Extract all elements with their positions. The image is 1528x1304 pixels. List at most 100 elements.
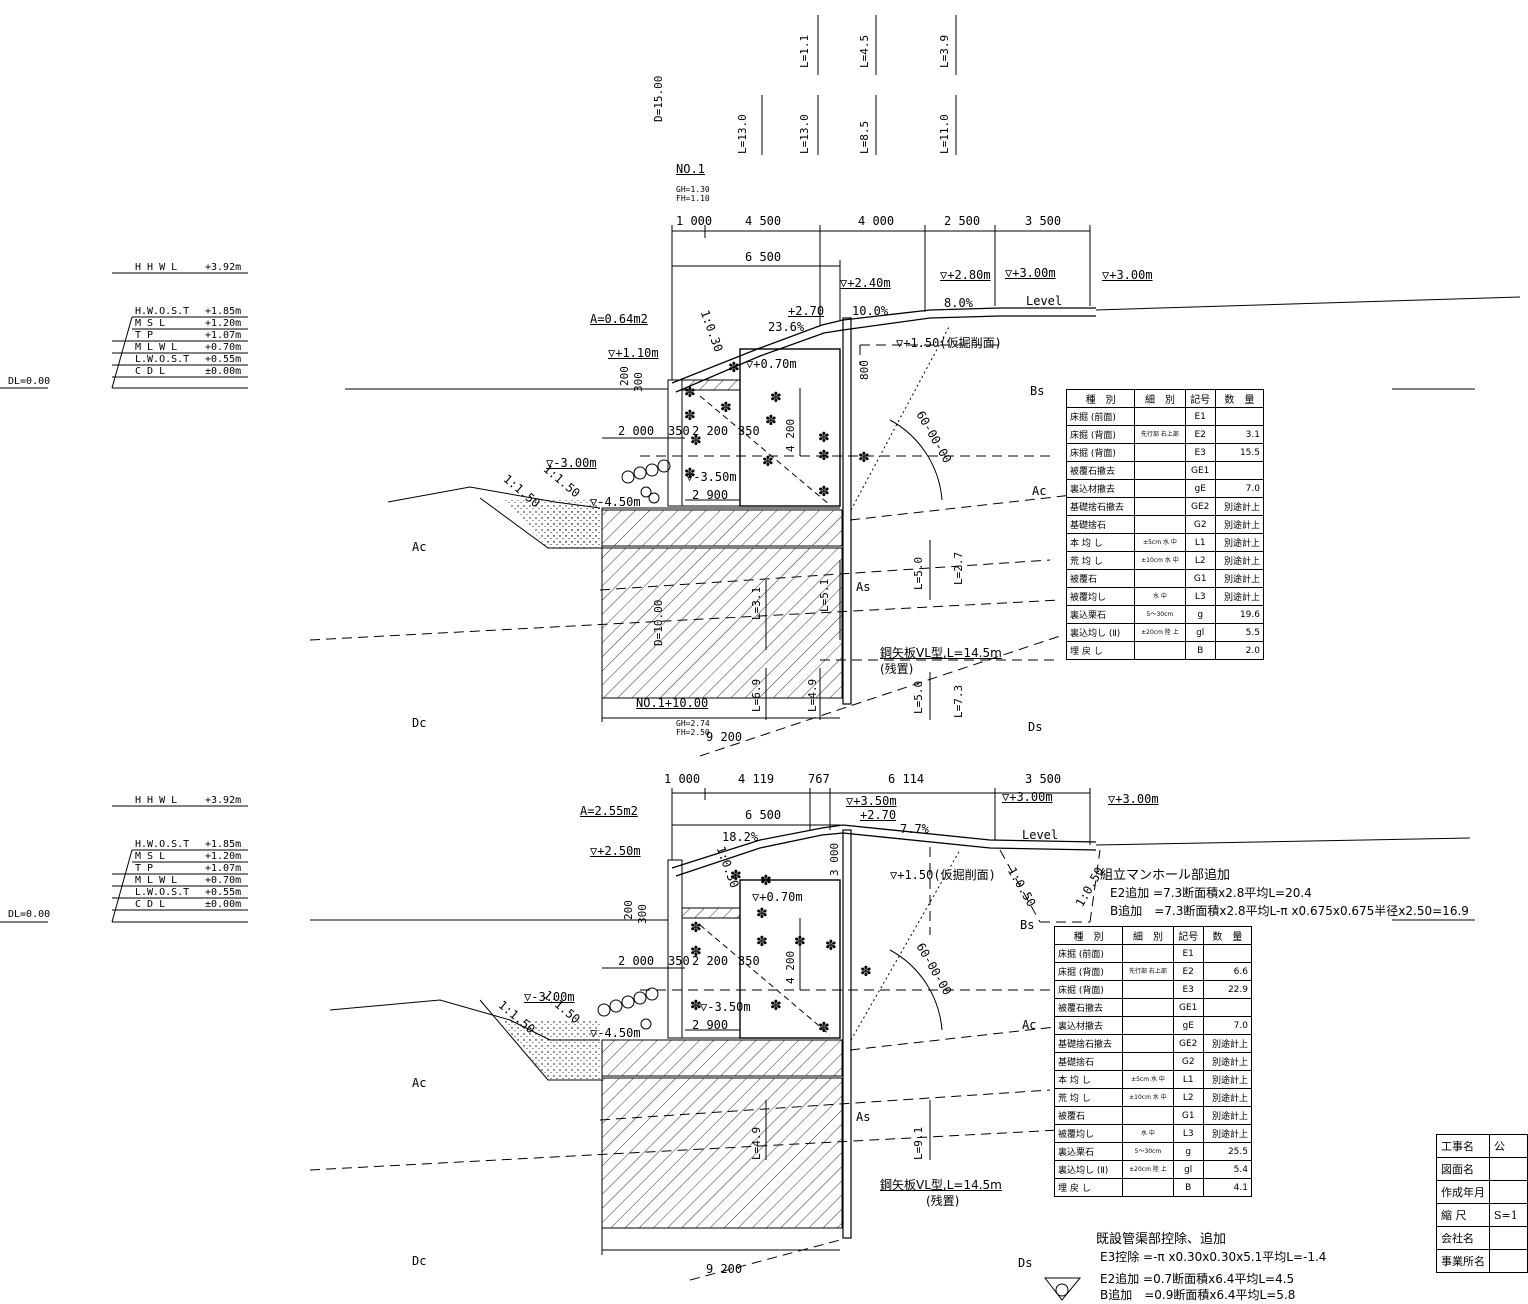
table-cell: ±10cm 水 中 [1134, 551, 1186, 570]
svg-text:✽: ✽ [818, 430, 830, 446]
elev2-m350: ▽-3.50m [700, 1000, 751, 1014]
table-cell: 荒 均 し [1065, 551, 1136, 570]
table-cell: E1 [1172, 944, 1204, 963]
length-arrows-mid-1 [765, 540, 931, 720]
length-arrows-top-1 [761, 15, 957, 155]
table-header-cell: 記号 [1184, 389, 1216, 408]
manhole-b: B追加 =7.3断面積x2.8平均L-π x0.675x0.675半径x2.50… [1110, 904, 1469, 918]
svg-text:✽: ✽ [690, 944, 702, 960]
soil-ac-2b: Ac [1022, 1018, 1037, 1032]
dim-800: 800 [858, 360, 871, 380]
table-cell: 5～30cm [1122, 1142, 1174, 1161]
svg-text:✽: ✽ [730, 868, 742, 884]
table-cell [1134, 407, 1186, 426]
table-cell: 別途計上 [1214, 515, 1265, 534]
table-cell: 裏込栗石 [1053, 1142, 1124, 1161]
table-header-cell: 種 別 [1053, 926, 1124, 945]
elev2-350: ▽+3.50m [846, 794, 897, 808]
dim2-top-4: 6 114 [888, 772, 925, 786]
table-cell [1214, 407, 1265, 426]
dim2-350b: 350 [738, 954, 760, 968]
table-cell: 先行部 右上部 [1134, 425, 1186, 444]
sheet-pile2-label: 鋼矢板ⅤL型,L=14.5m [880, 1178, 1002, 1192]
table-cell: 別途計上 [1202, 1106, 1253, 1125]
level2-text: Level [1022, 828, 1059, 842]
title-row: 事業所名 [1436, 1249, 1528, 1273]
level-mlwl: M L W L+0.70m [135, 875, 242, 886]
table-cell [1134, 515, 1186, 534]
table-cell [1134, 443, 1186, 462]
table-cell: ±20cm 陸 上 [1122, 1160, 1174, 1179]
val2-270: +2.70 [860, 808, 897, 822]
table-cell: 床掘 (背面) [1065, 443, 1136, 462]
level-tp: T P+1.07m [135, 863, 242, 874]
table-cell: gE [1184, 479, 1216, 498]
table-cell: ±10cm 水 中 [1122, 1088, 1174, 1107]
elev-300b: ▽+3.00m [1102, 268, 1153, 282]
title-label: 会社名 [1436, 1226, 1490, 1250]
table-cell: B [1184, 641, 1216, 660]
len-top-2: L=13.0 [798, 114, 811, 154]
soil-ac-1: Ac [412, 540, 427, 554]
table-cell [1122, 1052, 1174, 1071]
table-cell: gl [1172, 1160, 1204, 1179]
table-cell: 別途計上 [1214, 497, 1265, 516]
table-cell: 6.6 [1202, 962, 1253, 981]
table-cell: E2 [1184, 425, 1216, 444]
table-cell: 別途計上 [1214, 551, 1265, 570]
table-cell [1134, 461, 1186, 480]
len2-1: L=4.9 [750, 1126, 763, 1160]
svg-text:✽: ✽ [818, 1020, 830, 1036]
fh-2: FH=2.50 [676, 728, 710, 737]
depth-2: D=10.00 [652, 599, 665, 646]
elev2-m300: ▽-3.00m [524, 990, 575, 1004]
title-value [1489, 1180, 1528, 1204]
table-cell: 裏込材撤去 [1053, 1016, 1124, 1035]
table-cell: 裏込材撤去 [1065, 479, 1136, 498]
len-mid-1: L=5.0 [912, 556, 925, 590]
svg-text:✽: ✽ [770, 390, 782, 406]
table-cell [1122, 980, 1174, 999]
table-cell: G1 [1184, 569, 1216, 588]
title-value: 公 [1489, 1134, 1528, 1158]
table-cell [1134, 497, 1186, 516]
dim2-350a: 350 [668, 954, 690, 968]
table-cell: 荒 均 し [1053, 1088, 1124, 1107]
len-mid-8: L=7.3 [952, 684, 965, 718]
len-top-7: L=3.9 [938, 34, 951, 68]
svg-text:✽: ✽ [756, 906, 768, 922]
manhole-symbol [1043, 1277, 1082, 1301]
dim2-300: 300 [636, 904, 649, 924]
table-cell: 本 均 し [1065, 533, 1136, 552]
table-cell: 先行部 右上部 [1122, 962, 1174, 981]
table-cell: 被覆石 [1053, 1106, 1124, 1125]
table-header-cell: 種 別 [1065, 389, 1136, 408]
elev2-300b: ▽+3.00m [1108, 792, 1159, 806]
svg-text:✽: ✽ [860, 964, 872, 980]
title-label: 作成年月 [1436, 1180, 1490, 1204]
slope2-77: 7.7% [900, 822, 929, 836]
table-cell: 床掘 (背面) [1053, 980, 1124, 999]
table-cell: 被覆石撤去 [1065, 461, 1136, 480]
manhole-title: 組立マンホール部追加 [1100, 868, 1231, 883]
remain2-label: (残置) [926, 1194, 960, 1208]
table-cell: 7.0 [1214, 479, 1265, 498]
len-mid-3: L=5.1 [818, 578, 831, 612]
elev-280: ▽+2.80m [940, 268, 991, 282]
table-cell: G2 [1184, 515, 1216, 534]
table-cell: 床掘 (前面) [1053, 944, 1124, 963]
table-cell: 別途計上 [1202, 1070, 1253, 1089]
table-cell: ±5cm 水 中 [1122, 1070, 1174, 1089]
table-cell: 基礎捨石 [1065, 515, 1136, 534]
elev-070: ▽+0.70m [746, 357, 797, 371]
title-label: 工事名 [1436, 1134, 1490, 1158]
table-cell: 裏込均し (Ⅱ) [1065, 623, 1136, 642]
